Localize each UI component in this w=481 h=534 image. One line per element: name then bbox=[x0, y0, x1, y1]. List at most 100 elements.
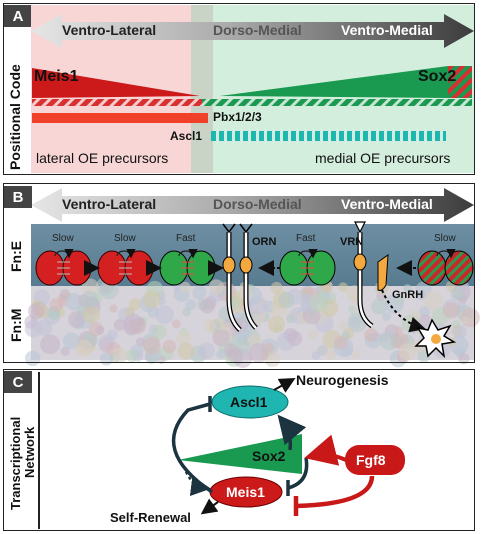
axis-b-right-label: Ventro-Medial bbox=[341, 196, 433, 212]
cycle-icon bbox=[116, 248, 136, 259]
mosaic-cell bbox=[223, 322, 232, 331]
fn-e-label: Fn:E bbox=[8, 240, 24, 272]
mosaic-cell bbox=[364, 328, 379, 343]
mosaic-cell bbox=[334, 335, 348, 350]
hatched-band bbox=[32, 99, 472, 106]
mosaic-cell bbox=[152, 324, 167, 340]
mosaic-cell bbox=[384, 294, 404, 314]
mosaic-cell bbox=[263, 342, 275, 354]
self-renewal-label: Self-Renewal bbox=[110, 510, 191, 525]
cell-speed-label: Slow bbox=[434, 233, 456, 244]
mosaic-cell bbox=[57, 297, 68, 308]
cell-slow-2 bbox=[97, 250, 154, 286]
ascl1-label-a: Ascl1 bbox=[170, 129, 203, 143]
cell-speed-label: Fast bbox=[176, 233, 196, 244]
mosaic-cell bbox=[382, 311, 392, 322]
cell-slow-1 bbox=[35, 250, 92, 286]
mosaic-cell bbox=[179, 281, 191, 293]
mosaic-cell bbox=[452, 324, 467, 339]
meis1-gradient-wedge bbox=[32, 68, 200, 98]
fgf8-inhibits-meis1 bbox=[295, 475, 375, 509]
mosaic-cell bbox=[34, 306, 45, 317]
gnrh-label: GnRH bbox=[392, 289, 424, 301]
mosaic-cell bbox=[458, 353, 470, 365]
medial-precursors-label: medial OE precursors bbox=[315, 150, 451, 166]
neurogenesis-label: Neurogenesis bbox=[296, 372, 389, 388]
sox2-label-c: Sox2 bbox=[252, 448, 286, 464]
mosaic-cell bbox=[198, 342, 216, 360]
mosaic-cell bbox=[24, 320, 42, 338]
mosaic-cell bbox=[394, 326, 404, 335]
panel-c-label: C bbox=[4, 371, 32, 393]
mosaic-cell bbox=[95, 325, 105, 335]
mosaic-cell bbox=[60, 346, 70, 356]
mosaic-cell bbox=[216, 349, 227, 360]
mosaic-cell bbox=[457, 302, 467, 312]
fn-m-label: Fn:M bbox=[8, 308, 24, 342]
ascl1-node bbox=[211, 385, 289, 419]
sox2-label-a: Sox2 bbox=[418, 68, 457, 85]
sox2-gradient-wedge bbox=[220, 66, 448, 98]
mosaic-cell bbox=[113, 319, 126, 331]
ascl1-label-c: Ascl1 bbox=[230, 394, 268, 410]
panel-a bbox=[3, 3, 475, 175]
mosaic-cell bbox=[109, 304, 118, 313]
cell-slow-3 bbox=[417, 250, 474, 286]
mosaic-cell bbox=[347, 305, 357, 314]
cell-fast-2 bbox=[279, 250, 336, 286]
axis-b-left-label: Ventro-Lateral bbox=[62, 196, 157, 212]
cycle-icon bbox=[436, 248, 456, 259]
mosaic-cell bbox=[311, 350, 321, 361]
network-label: Network bbox=[22, 426, 37, 478]
mosaic-cell bbox=[40, 334, 61, 355]
mosaic-cell bbox=[203, 319, 217, 333]
mosaic-cell bbox=[155, 305, 174, 325]
fgf8-activates-sox2 bbox=[304, 434, 347, 466]
fgf8-node bbox=[345, 445, 405, 475]
mosaic-cell bbox=[267, 315, 286, 333]
mosaic-cell bbox=[192, 285, 207, 300]
cell-speed-label: Slow bbox=[114, 233, 136, 244]
mosaic-cell bbox=[442, 302, 460, 319]
cycle-icon bbox=[178, 248, 198, 259]
pbx-label: Pbx1/2/3 bbox=[213, 110, 262, 124]
mosaic-cell bbox=[287, 330, 303, 346]
panel-b bbox=[3, 183, 475, 363]
mosaic-cell bbox=[75, 339, 93, 358]
sox2-to-meis1-dashed bbox=[182, 465, 211, 497]
mosaic-cell bbox=[142, 290, 161, 309]
mosaic-cell bbox=[185, 299, 197, 311]
axis-arrow-a bbox=[31, 14, 474, 48]
mosaic-cell bbox=[199, 298, 215, 314]
dorsomedial-region bbox=[191, 5, 213, 173]
panel-c-divider bbox=[38, 372, 40, 529]
mosaic-cell bbox=[285, 314, 296, 324]
mosaic-cell bbox=[112, 347, 128, 363]
mosaic-cell bbox=[309, 292, 329, 313]
axis-b-middle-label: Dorso-Medial bbox=[213, 196, 302, 212]
mosaic-cell bbox=[226, 346, 243, 363]
mosaic-cell bbox=[177, 342, 195, 360]
mosaic-cell bbox=[371, 298, 388, 315]
mosaic-cell bbox=[176, 330, 192, 346]
pbx-bar bbox=[32, 113, 208, 123]
mosaic-cell bbox=[125, 349, 138, 363]
cell-fast-1 bbox=[159, 250, 216, 286]
gnrh-neuron bbox=[377, 253, 426, 333]
mosaic-cell bbox=[419, 306, 431, 317]
cycle-icon bbox=[54, 248, 74, 259]
mosaic-cell bbox=[403, 284, 412, 293]
meis1-to-self-renewal bbox=[200, 498, 219, 515]
axis-arrow-b bbox=[31, 188, 474, 222]
panel-a-label: A bbox=[4, 5, 32, 27]
mosaic-cell bbox=[135, 337, 146, 347]
vrn-label: VRN bbox=[340, 236, 364, 248]
mosaic-cell bbox=[270, 281, 283, 294]
mosaic-cell bbox=[212, 329, 230, 347]
mosaic-cell bbox=[278, 291, 295, 309]
panel-c bbox=[3, 369, 475, 531]
panel-b-label: B bbox=[4, 186, 32, 208]
sox2-wedge-c bbox=[178, 434, 302, 474]
mosaic-cell bbox=[308, 329, 319, 340]
mosaic-cell bbox=[325, 349, 336, 360]
